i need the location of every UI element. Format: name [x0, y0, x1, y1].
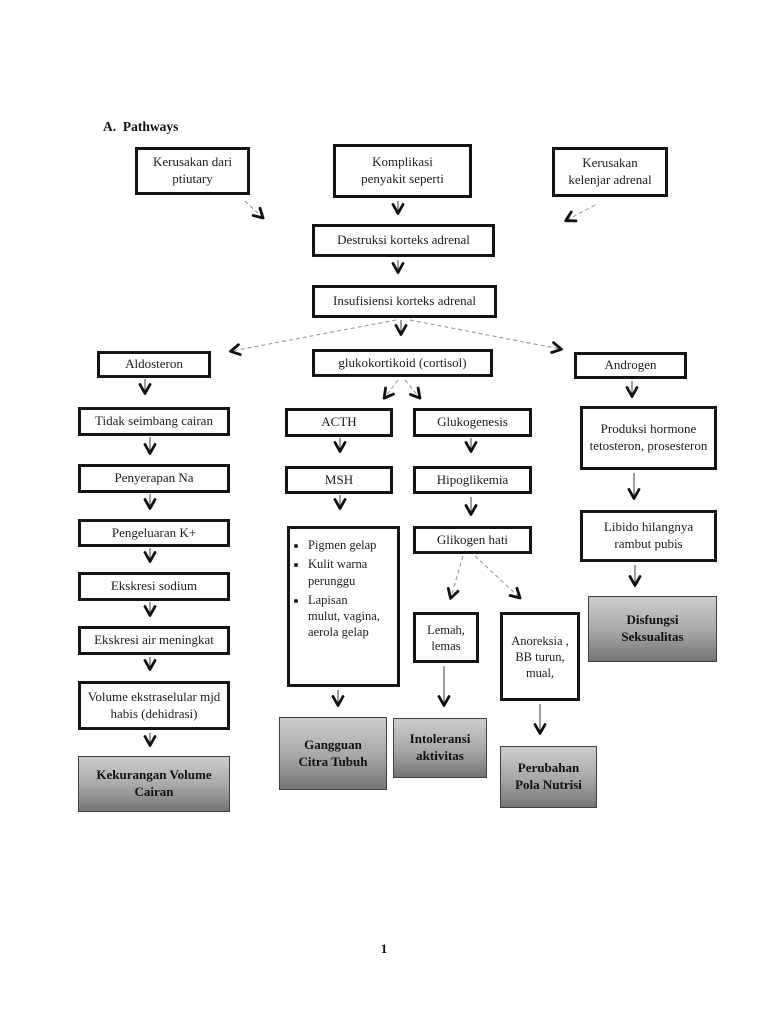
node-glukogenesis: Glukogenesis — [413, 408, 532, 437]
node-insufisiensi-korteks-adrenal: Insufisiensi korteks adrenal — [312, 285, 497, 318]
node-acth: ACTH — [285, 408, 393, 437]
node-kerusakan-kelenjar-adrenal: Kerusakan kelenjar adrenal — [552, 147, 668, 197]
node-penyerapan-na: Penyerapan Na — [78, 464, 230, 493]
node-aldosteron: Aldosteron — [97, 351, 211, 378]
list-item: Kulit warna perunggu — [308, 556, 380, 589]
node-pengeluaran-k: Pengeluaran K+ — [78, 519, 230, 547]
node-destruksi-korteks-adrenal: Destruksi korteks adrenal — [312, 224, 495, 257]
node-volume-ekstraselular: Volume ekstraselular mjd habis (dehidras… — [78, 681, 230, 730]
node-glukokortikoid: glukokortikoid (cortisol) — [312, 349, 493, 377]
pigmentation-items: Pigmen gelap Kulit warna perunggu Lapisa… — [292, 537, 380, 644]
node-pigmentation-list: Pigmen gelap Kulit warna perunggu Lapisa… — [287, 526, 400, 687]
node-ekskresi-air-meningkat: Ekskresi air meningkat — [78, 626, 230, 655]
page-number: 1 — [380, 941, 388, 956]
node-gangguan-citra-tubuh: Gangguan Citra Tubuh — [279, 717, 387, 790]
node-kerusakan-pituitary: Kerusakan dari ptiutary — [135, 147, 250, 195]
node-msh: MSH — [285, 466, 393, 494]
node-kekurangan-volume-cairan: Kekurangan Volume Cairan — [78, 756, 230, 812]
node-hipoglikemia: Hipoglikemia — [413, 466, 532, 494]
node-lemah-lemas: Lemah, lemas — [413, 612, 479, 663]
node-androgen: Androgen — [574, 352, 687, 379]
node-produksi-hormone: Produksi hormone tetosteron, prosesteron — [580, 406, 717, 470]
node-intoleransi-aktivitas: Intoleransi aktivitas — [393, 718, 487, 778]
node-disfungsi-seksualitas: Disfungsi Seksualitas — [588, 596, 717, 662]
node-ekskresi-sodium: Ekskresi sodium — [78, 572, 230, 601]
node-libido-hilangnya: Libido hilangnya rambut pubis — [580, 510, 717, 562]
node-komplikasi-penyakit: Komplikasi penyakit seperti — [333, 144, 472, 198]
node-anoreksia-bb-turun: Anoreksia , BB turun, mual, — [500, 612, 580, 701]
node-tidak-seimbang-cairan: Tidak seimbang cairan — [78, 407, 230, 436]
node-glikogen-hati: Glikogen hati — [413, 526, 532, 554]
node-perubahan-pola-nutrisi: Perubahan Pola Nutrisi — [500, 746, 597, 808]
list-item: Lapisan mulut, vagina, aerola gelap — [308, 592, 380, 641]
page-title: A. Pathways — [103, 119, 179, 134]
list-item: Pigmen gelap — [308, 537, 380, 553]
